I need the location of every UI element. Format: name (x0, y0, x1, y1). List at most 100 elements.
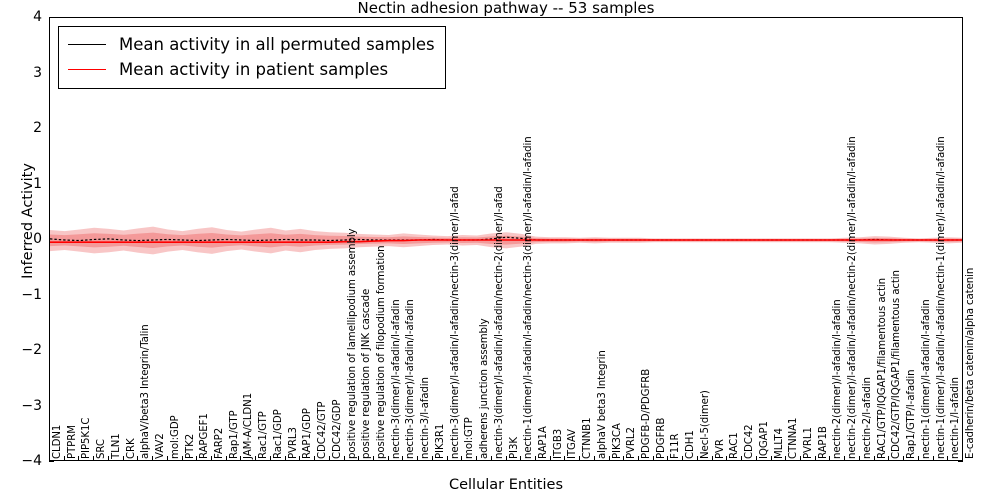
x-tick-label: positive regulation of filopodium format… (375, 245, 387, 459)
x-tick-mark (844, 456, 846, 461)
x-tick-mark (800, 456, 802, 461)
x-tick-mark (593, 456, 595, 461)
x-tick-label: mol:GTP (464, 417, 476, 459)
x-tick-label: nectin-3/l-afadin (420, 377, 432, 459)
x-tick-mark (255, 456, 257, 461)
mean-lines (50, 18, 963, 461)
x-tick-mark (947, 456, 949, 461)
x-tick-mark (962, 456, 963, 461)
x-tick-label: PVR (714, 439, 726, 459)
x-tick-label: nectin-2(dimer)/l-afadin/l-afadin/nectin… (847, 136, 859, 459)
x-tick-label: CRK (125, 438, 137, 459)
x-tick-mark (682, 456, 684, 461)
x-tick-mark (696, 456, 698, 461)
x-tick-mark (358, 456, 360, 461)
x-tick-label: positive regulation of JNK cascade (361, 288, 373, 459)
x-tick-label: RAP1B (817, 426, 829, 459)
x-tick-mark (623, 456, 625, 461)
x-tick-label: nectin-2(dimer)/l-afadin/l-afadin (832, 299, 844, 459)
x-tick-mark (711, 456, 713, 461)
x-tick-mark (181, 456, 183, 461)
x-tick-label: ITGB3 (552, 428, 564, 459)
x-tick-mark (328, 456, 330, 461)
legend-item-patient: Mean activity in patient samples (68, 57, 435, 82)
x-tick-mark (417, 456, 419, 461)
x-tick-mark (446, 456, 448, 461)
x-tick-label: CDC42/GTP (317, 401, 329, 459)
x-tick-label: nectin-3(dimer)/l-afadin/l-afadin (405, 299, 417, 459)
x-tick-mark (343, 456, 345, 461)
x-tick-mark (299, 456, 301, 461)
x-tick-label: PIK3CA (611, 423, 623, 459)
x-tick-label: PIP5K1C (81, 417, 93, 459)
y-tick-label: −1 (21, 286, 42, 303)
x-tick-label: positive regulation of lamellipodium ass… (346, 228, 358, 459)
chart-legend: Mean activity in all permuted samples Me… (58, 26, 446, 89)
x-tick-label: Rap1/GTP/l-afadin (906, 369, 918, 459)
x-tick-mark (726, 456, 728, 461)
x-tick-mark (505, 456, 507, 461)
x-tick-label: CTNNA1 (788, 417, 800, 459)
x-tick-label: CDC42 (744, 424, 756, 459)
x-tick-label: CDH1 (685, 430, 697, 459)
x-tick-label: SRC (96, 439, 108, 459)
y-tick-mark (49, 461, 54, 462)
x-tick-label: adherens junction assembly (479, 318, 491, 459)
x-tick-mark (284, 456, 286, 461)
y-tick-label: 2 (33, 120, 42, 136)
x-tick-mark (638, 456, 640, 461)
x-tick-label: PVRL1 (803, 427, 815, 459)
x-tick-label: mol:GDP (169, 415, 181, 459)
x-tick-label: PTPRM (66, 425, 78, 459)
x-tick-label: ITGAV (567, 429, 579, 459)
x-tick-label: PI3K (508, 437, 520, 459)
x-tick-mark (652, 456, 654, 461)
x-tick-label: CDC42/GTP/IQGAP1/filamentous actin (891, 270, 903, 459)
y-tick-mark (958, 461, 963, 462)
x-tick-mark (785, 456, 787, 461)
plot-area (49, 17, 963, 461)
x-tick-label: RAP1A (537, 426, 549, 459)
x-tick-mark (387, 456, 389, 461)
x-tick-label: RAPGEF1 (199, 413, 211, 459)
x-tick-mark (932, 456, 934, 461)
x-tick-label: alphaV beta3 Integrin (596, 350, 608, 459)
legend-label-patient: Mean activity in patient samples (119, 60, 389, 79)
x-tick-mark (314, 456, 316, 461)
x-tick-mark (490, 456, 492, 461)
chart-title: Nectin adhesion pathway -- 53 samples (357, 0, 655, 17)
x-tick-mark (549, 456, 551, 461)
y-tick-label: 0 (33, 231, 42, 247)
legend-swatch-permuted (68, 44, 106, 45)
x-tick-mark (814, 456, 816, 461)
x-tick-label: nectin-1(dimer)/l-afadin/l-afadin/nectin… (523, 136, 535, 459)
x-tick-label: Rac1/GDP (272, 409, 284, 459)
x-tick-label: PDGFB-D/PDGFRB (641, 368, 653, 459)
x-tick-label: F11R (670, 433, 682, 459)
x-tick-label: PIK3R1 (434, 423, 446, 459)
x-tick-mark (137, 456, 139, 461)
x-tick-label: nectin-2/l-afadin (861, 377, 873, 459)
x-tick-label: nectin-1/l-afadin (950, 377, 962, 459)
x-tick-mark (122, 456, 124, 461)
x-tick-mark (78, 456, 80, 461)
x-tick-mark (770, 456, 772, 461)
y-tick-label: −3 (21, 397, 42, 414)
x-tick-mark (888, 456, 890, 461)
x-axis-label: Cellular Entities (448, 477, 564, 493)
x-tick-mark (579, 456, 581, 461)
x-tick-label: nectin-3(dimer)/l-afadin/l-afadin/nectin… (493, 186, 505, 459)
x-tick-label: PVRL2 (626, 427, 638, 459)
x-tick-mark (520, 456, 522, 461)
x-tick-mark (196, 456, 198, 461)
y-tick-label: 3 (33, 64, 42, 81)
x-tick-label: RAP1/GDP (302, 408, 314, 459)
x-tick-mark (564, 456, 566, 461)
x-tick-mark (755, 456, 757, 461)
x-tick-mark (402, 456, 404, 461)
x-tick-label: CTNNB1 (582, 417, 594, 459)
x-tick-mark (667, 456, 669, 461)
x-tick-mark (240, 456, 242, 461)
x-tick-label: nectin-1(dimer)/l-afadin/l-afadin/nectin… (935, 136, 947, 459)
